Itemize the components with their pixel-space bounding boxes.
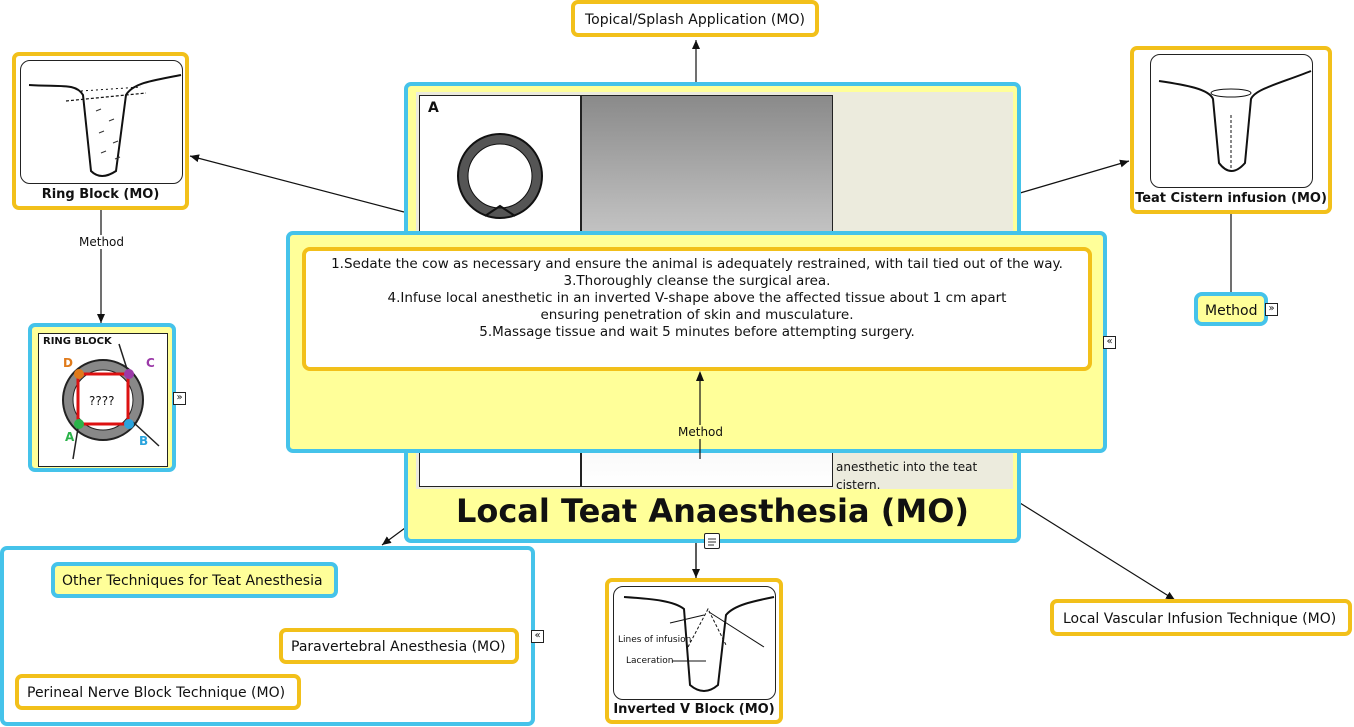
- topic-teat-cistern[interactable]: Teat Cistern infusion (MO): [1130, 46, 1332, 214]
- edge-to-ring-block: [189, 154, 405, 213]
- topic-perineal[interactable]: Perineal Nerve Block Technique (MO): [15, 674, 301, 710]
- expand-icon[interactable]: »: [173, 392, 186, 405]
- teat-cistern-image: [1150, 54, 1313, 188]
- topic-paravertebral[interactable]: Paravertebral Anesthesia (MO): [279, 628, 519, 664]
- topic-other-techniques[interactable]: Other Techniques for Teat Anesthesia: [51, 562, 338, 598]
- panel-letter: A: [428, 100, 439, 116]
- method-label: Method: [1205, 303, 1258, 319]
- perineal-label: Perineal Nerve Block Technique (MO): [27, 685, 286, 701]
- ring-diagram: RING BLOCK ???? D C A B: [38, 333, 168, 467]
- ring-diagram-title: RING BLOCK: [43, 336, 112, 347]
- ring-letter-d: D: [63, 356, 73, 370]
- topic-ring-block[interactable]: Ring Block (MO): [12, 52, 189, 210]
- edge-to-vascular: [1019, 502, 1176, 601]
- topic-topical-splash[interactable]: Topical/Splash Application (MO): [571, 0, 819, 37]
- other-label: Other Techniques for Teat Anesthesia: [62, 573, 323, 589]
- method-step-1: 1.Sedate the cow as necessary and ensure…: [331, 256, 1063, 272]
- ring-block-image: [20, 60, 183, 184]
- expand-icon[interactable]: »: [1265, 303, 1278, 316]
- ring-block-diagram-node[interactable]: RING BLOCK ???? D C A B: [28, 323, 176, 472]
- method-step-5: 5.Massage tissue and wait 5 minutes befo…: [479, 324, 915, 340]
- teat-drawing-icon: [28, 74, 182, 177]
- method-edge-label: Method: [676, 425, 726, 439]
- topic-vascular[interactable]: Local Vascular Infusion Technique (MO): [1050, 599, 1352, 636]
- photo-caption: anesthetic into the teat cistern.: [836, 460, 978, 492]
- topic-label: Topical/Splash Application (MO): [585, 12, 805, 28]
- ring-letter-a: A: [65, 430, 75, 444]
- method-step-4-cont: ensuring penetration of skin and muscula…: [540, 307, 854, 323]
- teat-cistern-caption: Teat Cistern infusion (MO): [1135, 191, 1327, 206]
- ring-letter-b: B: [139, 434, 149, 448]
- method-popup[interactable]: 1.Sedate the cow as necessary and ensure…: [286, 231, 1107, 459]
- notes-icon[interactable]: [704, 533, 720, 549]
- central-title: Local Teat Anaesthesia (MO): [455, 492, 970, 530]
- vascular-label: Local Vascular Infusion Technique (MO): [1063, 611, 1337, 627]
- ring-center-text: ????: [89, 394, 115, 408]
- ring-block-caption: Ring Block (MO): [41, 187, 160, 202]
- ring-letter-c: C: [146, 356, 155, 370]
- method-step-4: 4.Infuse local anesthetic in an inverted…: [387, 290, 1007, 306]
- collapse-icon[interactable]: «: [1103, 336, 1116, 349]
- ring-method-label: Method: [77, 235, 127, 249]
- inverted-v-icon: [623, 596, 775, 692]
- collapse-icon[interactable]: «: [531, 630, 544, 643]
- inverted-v-image: Lines of infusion Laceration: [613, 586, 776, 700]
- teat-cistern-method-node[interactable]: Method: [1194, 292, 1268, 326]
- edge-to-teat-cistern: [1019, 159, 1130, 194]
- laceration-label: Laceration: [626, 656, 674, 666]
- lines-of-infusion-label: Lines of infusion: [618, 635, 692, 645]
- teat-cistern-icon: [1158, 70, 1312, 172]
- paravertebral-label: Paravertebral Anesthesia (MO): [291, 639, 506, 655]
- topic-inverted-v[interactable]: Lines of infusion Laceration Inverted V …: [605, 578, 783, 724]
- edge-to-other: [381, 527, 406, 546]
- inverted-v-caption: Inverted V Block (MO): [613, 702, 775, 717]
- method-text-box: 1.Sedate the cow as necessary and ensure…: [302, 247, 1092, 371]
- method-step-3: 3.Thoroughly cleanse the surgical area.: [563, 273, 831, 289]
